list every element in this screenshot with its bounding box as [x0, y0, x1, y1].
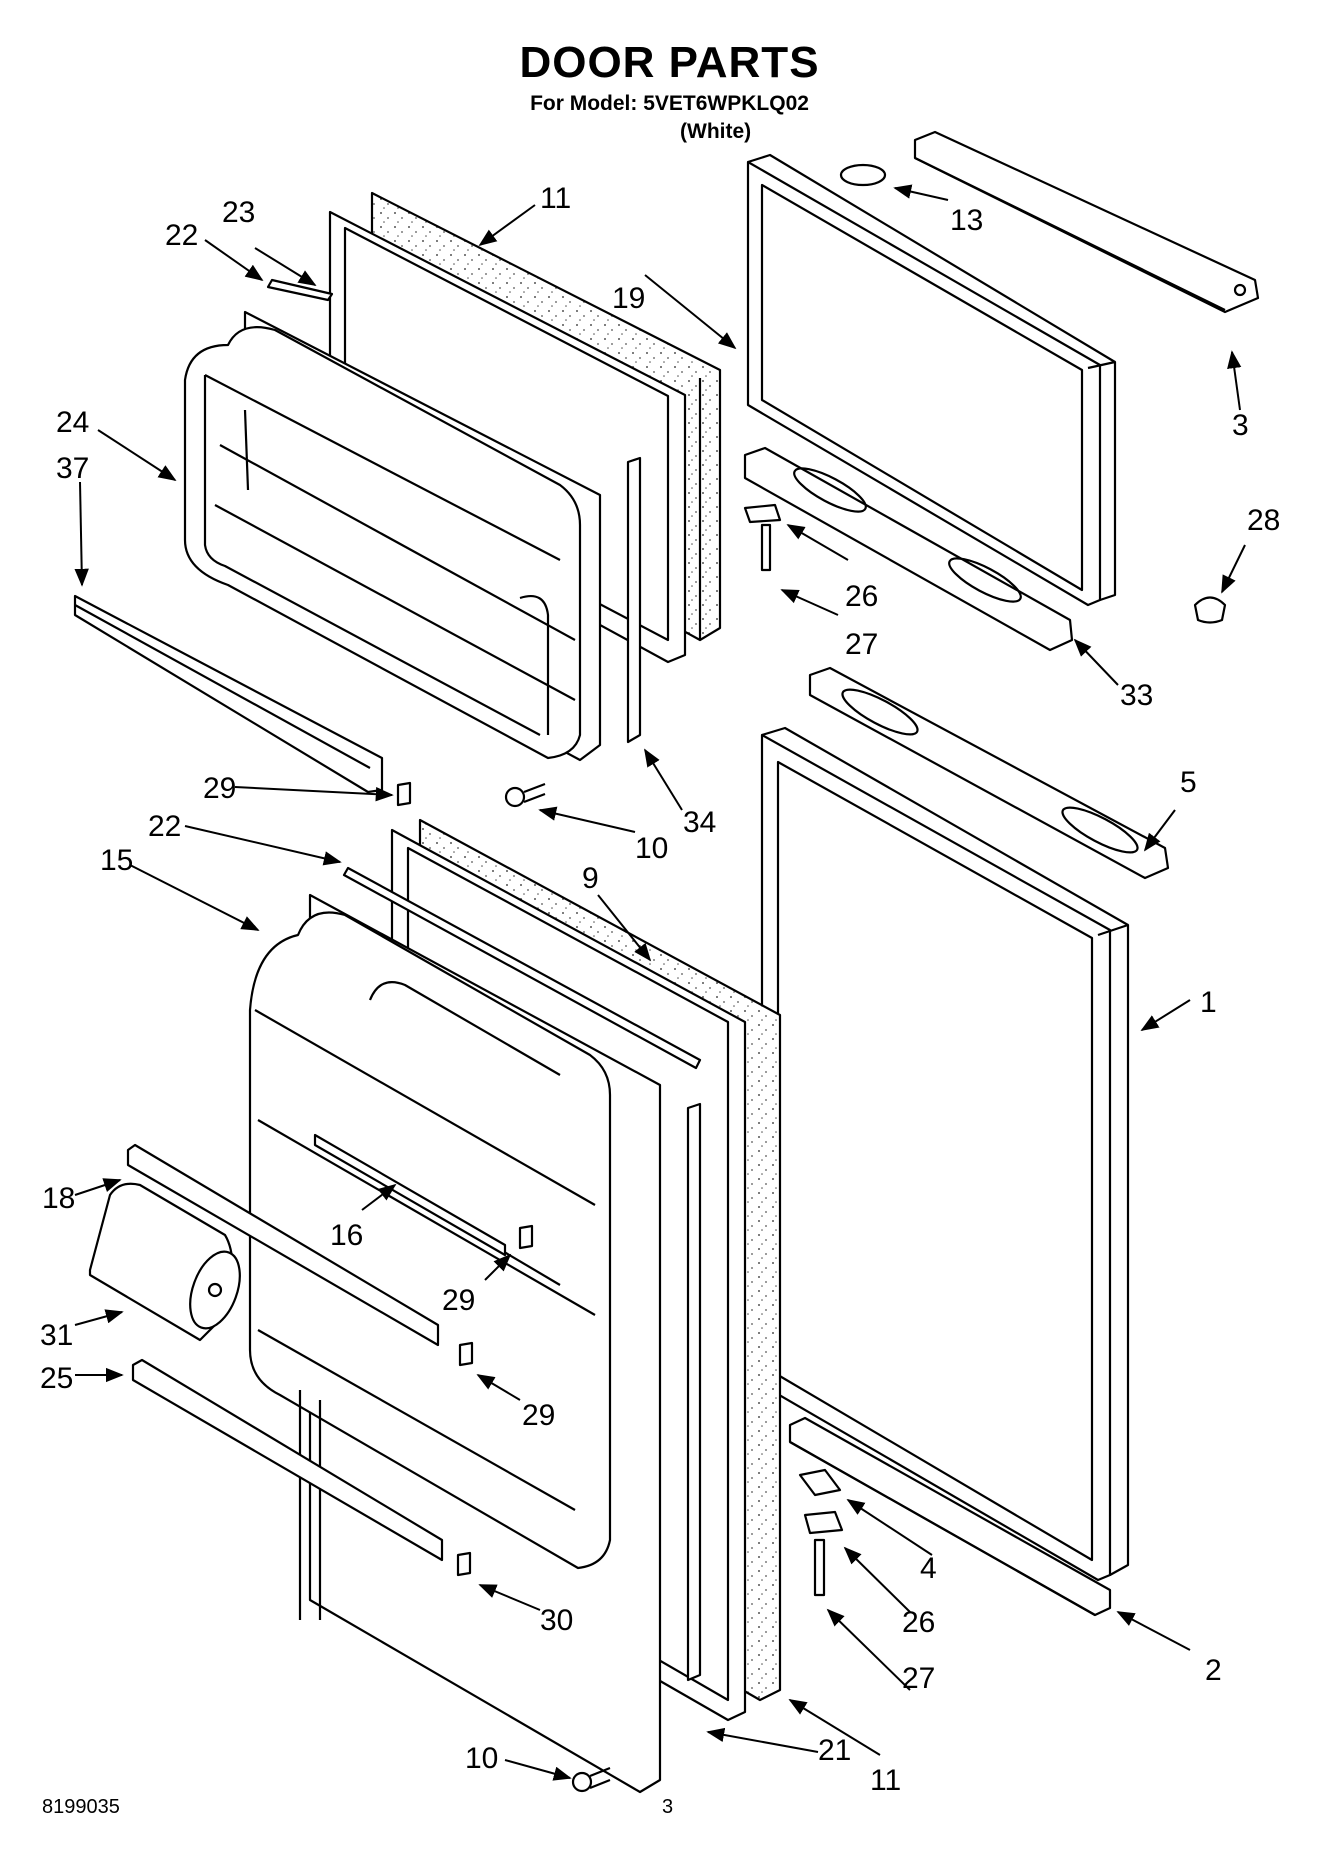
- callout-34: 34: [683, 806, 716, 839]
- freezer-outer-door: [746, 153, 1117, 607]
- callout-10-freezer: 10: [635, 832, 668, 865]
- callout-21: 21: [818, 1734, 851, 1767]
- color-variant: (White): [680, 120, 752, 143]
- fresh-food-door-liner: [248, 893, 662, 1794]
- callout-27-fresh-food: 27: [902, 1662, 935, 1695]
- page-number: 3: [662, 1796, 674, 1818]
- lower-hinge-screw: [813, 1538, 826, 1597]
- fresh-food-handle-trim: [808, 666, 1170, 880]
- callout-18: 18: [42, 1182, 75, 1215]
- freezer-shelf-bar: [73, 594, 384, 794]
- callout-3: 3: [1232, 409, 1249, 442]
- callout-22-fresh-food: 22: [148, 810, 181, 843]
- callout-31: 31: [40, 1319, 73, 1352]
- freezer-hinge: [743, 503, 782, 524]
- door-shelf-bar-lower: [131, 1358, 444, 1562]
- callout-5: 5: [1180, 766, 1197, 799]
- freezer-door-plug: [839, 163, 887, 187]
- callout-13: 13: [950, 204, 983, 237]
- diagram-title: DOOR PARTS: [519, 38, 820, 87]
- callout-26-freezer: 26: [845, 580, 878, 613]
- callout-15: 15: [100, 844, 133, 877]
- callout-4: 4: [920, 1552, 937, 1585]
- callout-30: 30: [540, 1604, 573, 1637]
- callout-29-lower: 29: [522, 1399, 555, 1432]
- callout-23: 23: [222, 196, 255, 229]
- callout-11-freezer: 11: [540, 182, 571, 215]
- callout-19: 19: [612, 282, 645, 315]
- callout-37: 37: [56, 452, 89, 485]
- shelf-clip-lower: [456, 1551, 472, 1577]
- freezer-door-liner: [183, 310, 602, 762]
- freezer-liner-strip: [266, 278, 334, 302]
- callout-33: 33: [1120, 679, 1153, 712]
- shelf-clip-upper: [518, 1224, 534, 1250]
- freezer-hinge-screw: [760, 523, 772, 572]
- callout-22-freezer: 22: [165, 219, 198, 252]
- callout-24: 24: [56, 406, 89, 439]
- fresh-food-liner-strip: [342, 866, 702, 1070]
- callout-29-freezer: 29: [203, 772, 236, 805]
- freezer-shelf-clip: [396, 781, 412, 807]
- freezer-screw: [504, 782, 546, 808]
- fresh-food-screw: [571, 1766, 611, 1793]
- hinge-bracket: [798, 1468, 842, 1497]
- callout-10-fresh-food: 10: [465, 1742, 498, 1775]
- document-number: 8199035: [42, 1796, 120, 1818]
- callout-11-fresh-food: 11: [870, 1764, 901, 1797]
- callout-1: 1: [1200, 986, 1217, 1019]
- fresh-food-door-trim: [686, 1102, 702, 1682]
- freezer-door-trim: [626, 456, 642, 744]
- shelf-clip-middle: [458, 1341, 474, 1367]
- callout-26-fresh-food: 26: [902, 1606, 935, 1639]
- callout-25: 25: [40, 1362, 73, 1395]
- model-number: For Model: 5VET6WPKLQ02: [530, 92, 809, 115]
- hole-plug: [1193, 596, 1227, 624]
- callout-9: 9: [582, 862, 599, 895]
- fresh-food-bottom-trim: [788, 1416, 1112, 1617]
- freezer-handle-trim: [743, 446, 1074, 652]
- callout-2: 2: [1205, 1654, 1222, 1687]
- lower-hinge: [803, 1510, 844, 1535]
- callout-27-freezer: 27: [845, 628, 878, 661]
- callout-28: 28: [1247, 504, 1280, 537]
- dairy-door-bin: [88, 1182, 241, 1342]
- freezer-top-trim: [913, 130, 1260, 314]
- door-shelf-bar-upper: [126, 1143, 440, 1347]
- callout-29-upper: 29: [442, 1284, 475, 1317]
- callout-16: 16: [330, 1219, 363, 1252]
